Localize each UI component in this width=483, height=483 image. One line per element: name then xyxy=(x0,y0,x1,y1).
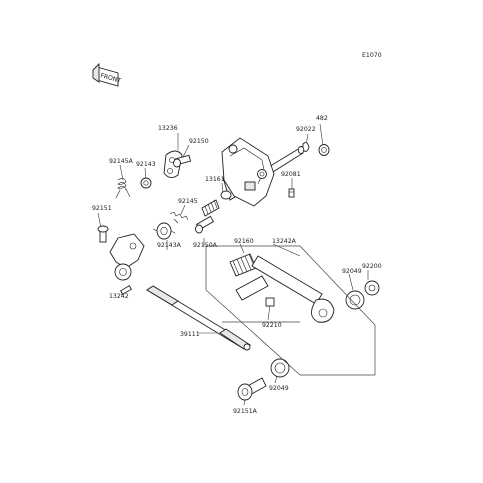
part-washer-clip-462 xyxy=(302,142,330,156)
label-92150A: 92150A xyxy=(193,242,218,249)
label-92049-lower: 92049 xyxy=(269,385,289,392)
part-spring-on-shaft xyxy=(201,199,220,217)
part-tie-rod-39111 xyxy=(146,285,251,351)
label-92143: 92143 xyxy=(136,161,156,168)
part-bolt-92150 xyxy=(173,154,192,168)
part-bolt-92151 xyxy=(97,225,109,243)
label-92143A: 92143A xyxy=(157,242,182,249)
subassembly-outline xyxy=(205,245,376,376)
part-collar-92143A xyxy=(152,222,176,240)
label-482: 482 xyxy=(316,115,328,122)
part-92210 xyxy=(265,297,275,307)
label-92160: 92160 xyxy=(234,238,254,245)
front-direction-marker: FRONT xyxy=(92,62,122,87)
part-bolt-13242 xyxy=(120,285,132,295)
part-pedal-13242A xyxy=(235,255,335,323)
label-13242: 13242 xyxy=(109,293,129,300)
part-washer-92200 xyxy=(364,280,380,296)
label-92022: 92022 xyxy=(296,126,316,133)
label-13161: 13161 xyxy=(205,176,225,183)
part-spring-92145 xyxy=(169,211,189,224)
part-seal-92049-upper xyxy=(345,290,365,310)
part-lever-13242 xyxy=(109,233,145,281)
label-92049-upper: 92049 xyxy=(342,268,362,275)
part-spring-92145A xyxy=(115,178,131,199)
part-bolt-92151A xyxy=(237,377,267,401)
label-92151: 92151 xyxy=(92,205,112,212)
diagram-code: E1070 xyxy=(362,52,382,59)
label-92210: 92210 xyxy=(262,322,282,329)
label-13242A: 13242A xyxy=(272,238,297,245)
label-13236: 13236 xyxy=(158,125,178,132)
part-shift-plate xyxy=(221,137,275,207)
label-92081: 92081 xyxy=(281,171,301,178)
part-collar-92143 xyxy=(140,177,152,189)
label-92151A: 92151A xyxy=(233,408,258,415)
part-pin-92081 xyxy=(288,188,295,198)
part-link-13236 xyxy=(163,150,183,178)
part-bolt-92150A xyxy=(195,215,215,234)
label-92150: 92150 xyxy=(189,138,209,145)
label-39111: 39111 xyxy=(180,331,200,338)
label-92145: 92145 xyxy=(178,198,198,205)
label-92200: 92200 xyxy=(362,263,382,270)
label-92145A: 92145A xyxy=(109,158,134,165)
part-seal-92049-lower xyxy=(270,358,290,378)
